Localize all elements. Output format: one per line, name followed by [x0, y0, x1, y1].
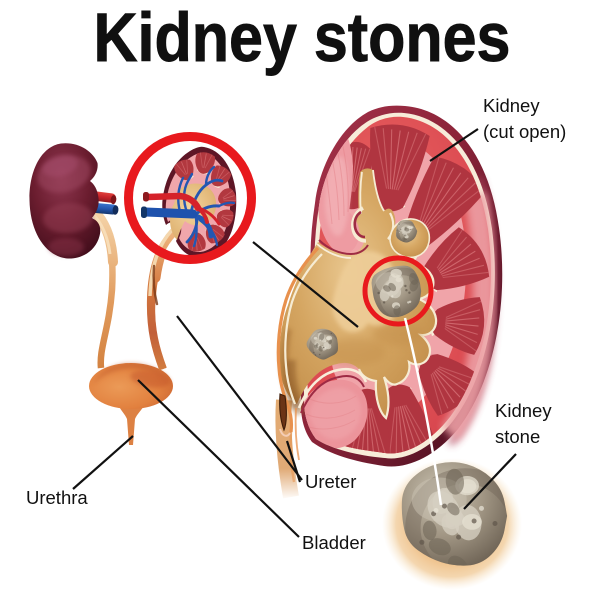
- svg-text:Ureter: Ureter: [305, 471, 356, 492]
- svg-text:(cut open): (cut open): [483, 121, 566, 142]
- svg-text:Bladder: Bladder: [302, 532, 366, 553]
- svg-text:Urethra: Urethra: [26, 487, 88, 508]
- svg-text:Kidney stones: Kidney stones: [94, 0, 511, 76]
- svg-text:stone: stone: [495, 426, 540, 447]
- svg-text:Kidney: Kidney: [483, 95, 540, 116]
- svg-text:Kidney: Kidney: [495, 400, 552, 421]
